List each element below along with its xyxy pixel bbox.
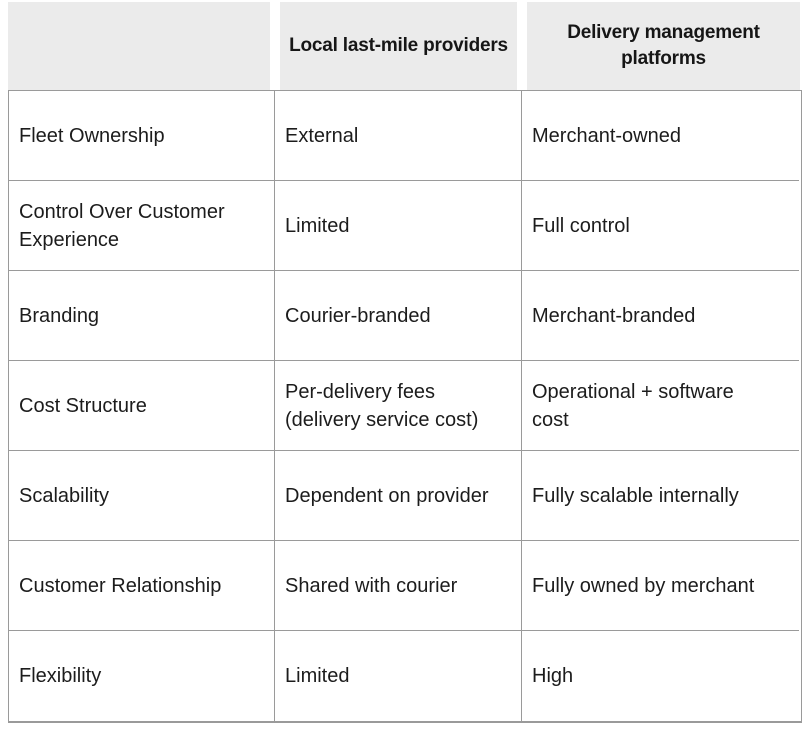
local-provider-cell: Per-delivery fees (delivery service cost… (275, 361, 522, 451)
feature-cell: Scalability (9, 451, 275, 541)
feature-cell: Control Over Customer Experience (9, 181, 275, 271)
local-provider-cell: Shared with courier (275, 541, 522, 631)
table-row-control-over-customer-experience: Control Over Customer Experience Limited… (9, 181, 801, 271)
platform-cell: Fully owned by merchant (522, 541, 799, 631)
local-provider-cell: External (275, 91, 522, 181)
header-cell-local-providers: Local last-mile providers (275, 2, 522, 90)
table-row-fleet-ownership: Fleet Ownership External Merchant-owned (9, 91, 801, 181)
table-row-flexibility: Flexibility Limited High (9, 631, 801, 721)
platform-cell: Fully scalable internally (522, 451, 799, 541)
platform-cell: Merchant-owned (522, 91, 799, 181)
table-row-scalability: Scalability Dependent on provider Fully … (9, 451, 801, 541)
feature-cell: Cost Structure (9, 361, 275, 451)
feature-cell: Flexibility (9, 631, 275, 721)
platform-cell: Merchant-branded (522, 271, 799, 361)
header-cell-feature (8, 2, 275, 90)
local-provider-cell: Courier-branded (275, 271, 522, 361)
local-provider-cell: Limited (275, 181, 522, 271)
feature-cell: Fleet Ownership (9, 91, 275, 181)
local-provider-cell: Dependent on provider (275, 451, 522, 541)
platform-cell: Full control (522, 181, 799, 271)
table-row-cost-structure: Cost Structure Per-delivery fees (delive… (9, 361, 801, 451)
local-provider-cell: Limited (275, 631, 522, 721)
feature-cell: Customer Relationship (9, 541, 275, 631)
platform-cell: Operational + software cost (522, 361, 799, 451)
table-body: Fleet Ownership External Merchant-owned … (8, 90, 802, 723)
header-cell-delivery-platforms: Delivery management platforms (522, 2, 800, 90)
table-header-row: Local last-mile providers Delivery manag… (8, 2, 802, 90)
platform-cell: High (522, 631, 799, 721)
table-row-branding: Branding Courier-branded Merchant-brande… (9, 271, 801, 361)
feature-cell: Branding (9, 271, 275, 361)
table-row-customer-relationship: Customer Relationship Shared with courie… (9, 541, 801, 631)
